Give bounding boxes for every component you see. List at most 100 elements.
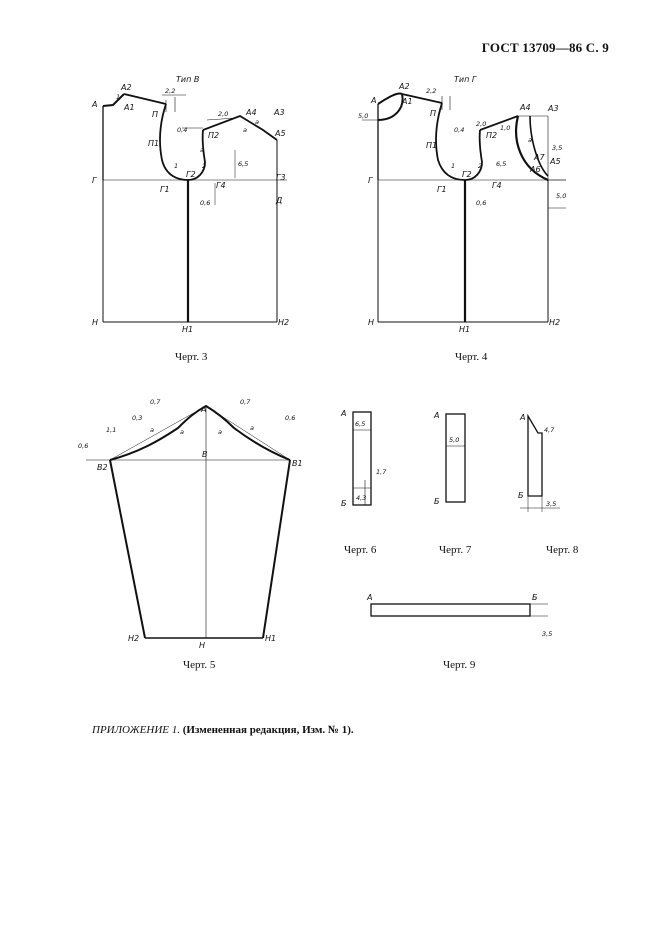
svg-text:а: а	[528, 136, 532, 144]
svg-text:Б: Б	[341, 499, 347, 508]
svg-text:0,6: 0,6	[285, 414, 295, 422]
svg-text:Тип В: Тип В	[176, 75, 199, 84]
svg-text:2,0: 2,0	[476, 120, 486, 128]
svg-text:Г: Г	[368, 176, 373, 185]
svg-text:1,7: 1,7	[376, 468, 387, 476]
caption-d9: Черт. 9	[443, 659, 476, 671]
svg-text:Н: Н	[92, 318, 98, 327]
labels-d6-9: А Б 6,5 1,7 4,3 А Б 5,0 А Б 4,7 3,5 А Б …	[340, 409, 556, 638]
svg-text:0,7: 0,7	[150, 398, 161, 406]
svg-text:а: а	[218, 428, 222, 436]
svg-text:А3: А3	[547, 104, 559, 113]
svg-text:В: В	[202, 450, 208, 459]
svg-text:а: а	[255, 118, 259, 126]
svg-text:6,5: 6,5	[355, 420, 365, 428]
svg-text:А3: А3	[273, 108, 285, 117]
svg-text:А: А	[200, 405, 206, 414]
svg-text:2: 2	[202, 162, 206, 170]
svg-text:А: А	[370, 96, 376, 105]
svg-text:А4: А4	[245, 108, 257, 117]
svg-text:Н1: Н1	[265, 634, 276, 643]
svg-text:0,7: 0,7	[240, 398, 251, 406]
svg-text:Б: Б	[532, 593, 538, 602]
caption-d7: Черт. 7	[439, 544, 472, 556]
svg-text:Н2: Н2	[549, 318, 560, 327]
svg-text:Н2: Н2	[128, 634, 139, 643]
caption-d6: Черт. 6	[344, 544, 377, 556]
svg-text:А1: А1	[123, 103, 135, 112]
drawing-6	[352, 411, 372, 506]
svg-text:0,6: 0,6	[200, 199, 210, 207]
svg-text:6,5: 6,5	[238, 160, 248, 168]
svg-text:А: А	[340, 409, 346, 418]
svg-text:А4: А4	[519, 103, 531, 112]
svg-text:а: а	[243, 126, 247, 134]
appendix-note-italic: ПРИЛОЖЕНИЕ 1.	[92, 724, 180, 736]
labels-d3: Тип В А А2 1 А1 2,2 П П1 0,4 2,0 П2 А4 а…	[91, 75, 289, 334]
svg-text:Г4: Г4	[216, 181, 226, 190]
labels-d4: Тип Г 5,0 А А2 А1 2,2 П П1 0,4 2,0 П2 1,…	[358, 75, 566, 334]
svg-text:Б: Б	[518, 491, 524, 500]
svg-text:А2: А2	[398, 82, 410, 91]
svg-text:1: 1	[116, 93, 120, 101]
svg-text:3,5: 3,5	[552, 144, 562, 152]
svg-text:А5: А5	[274, 129, 286, 138]
svg-text:0,6: 0,6	[476, 199, 486, 207]
svg-text:0,3: 0,3	[132, 414, 142, 422]
svg-text:Г2: Г2	[186, 170, 196, 179]
svg-text:Г2: Г2	[462, 170, 472, 179]
svg-text:Тип Г: Тип Г	[454, 75, 477, 84]
svg-text:Г: Г	[92, 176, 97, 185]
svg-text:0,4: 0,4	[177, 126, 187, 134]
drawing-5	[86, 404, 291, 639]
svg-text:Д: Д	[275, 196, 282, 205]
svg-text:А6: А6	[529, 165, 541, 174]
svg-text:а: а	[200, 146, 204, 154]
svg-text:Н1: Н1	[182, 325, 193, 334]
svg-text:2,2: 2,2	[426, 87, 436, 95]
labels-d5: А В В1 В2 Н Н1 Н2 а а а а 0,6 1,1 0,3 0,…	[78, 398, 303, 650]
svg-text:Н2: Н2	[278, 318, 289, 327]
svg-text:1: 1	[451, 162, 455, 170]
svg-text:2,2: 2,2	[165, 87, 175, 95]
svg-text:П2: П2	[208, 131, 219, 140]
svg-text:П2: П2	[486, 131, 497, 140]
svg-text:Н: Н	[199, 641, 205, 650]
svg-text:а: а	[180, 428, 184, 436]
svg-text:Н: Н	[368, 318, 374, 327]
page-header: ГОСТ 13709—86 С. 9	[481, 40, 609, 55]
appendix-note: ПРИЛОЖЕНИЕ 1. (Измененная редакция, Изм.…	[92, 724, 354, 736]
svg-text:П1: П1	[148, 139, 159, 148]
drawing-9	[370, 603, 548, 617]
svg-text:Б: Б	[434, 497, 440, 506]
caption-d8: Черт. 8	[546, 544, 579, 556]
svg-text:3,5: 3,5	[546, 500, 556, 508]
svg-text:5,0: 5,0	[358, 112, 368, 120]
svg-text:а: а	[150, 426, 154, 434]
svg-text:3,5: 3,5	[542, 630, 552, 638]
svg-text:а: а	[250, 424, 254, 432]
svg-text:5,0: 5,0	[556, 192, 566, 200]
caption-d3: Черт. 3	[175, 351, 208, 363]
svg-text:2,0: 2,0	[218, 110, 228, 118]
svg-text:5,0: 5,0	[449, 436, 459, 444]
svg-text:П1: П1	[426, 141, 437, 150]
drawing-3	[102, 93, 287, 323]
svg-text:Г1: Г1	[160, 185, 170, 194]
svg-text:1,1: 1,1	[106, 426, 116, 434]
caption-d4: Черт. 4	[455, 351, 488, 363]
svg-text:Г3: Г3	[276, 173, 286, 182]
svg-text:А2: А2	[120, 83, 132, 92]
svg-text:0,6: 0,6	[78, 442, 88, 450]
svg-text:4,7: 4,7	[544, 426, 555, 434]
svg-text:0,4: 0,4	[454, 126, 464, 134]
svg-text:4,3: 4,3	[356, 494, 366, 502]
captions: Черт. 3 Черт. 4 Черт. 5 Черт. 6 Черт. 7 …	[175, 351, 579, 671]
svg-text:Н1: Н1	[459, 325, 470, 334]
svg-text:А1: А1	[401, 97, 413, 106]
svg-text:Г4: Г4	[492, 181, 502, 190]
appendix-note-bold: (Измененная редакция, Изм. № 1).	[182, 724, 354, 736]
drawing-4	[362, 92, 566, 323]
svg-text:А5: А5	[549, 157, 561, 166]
